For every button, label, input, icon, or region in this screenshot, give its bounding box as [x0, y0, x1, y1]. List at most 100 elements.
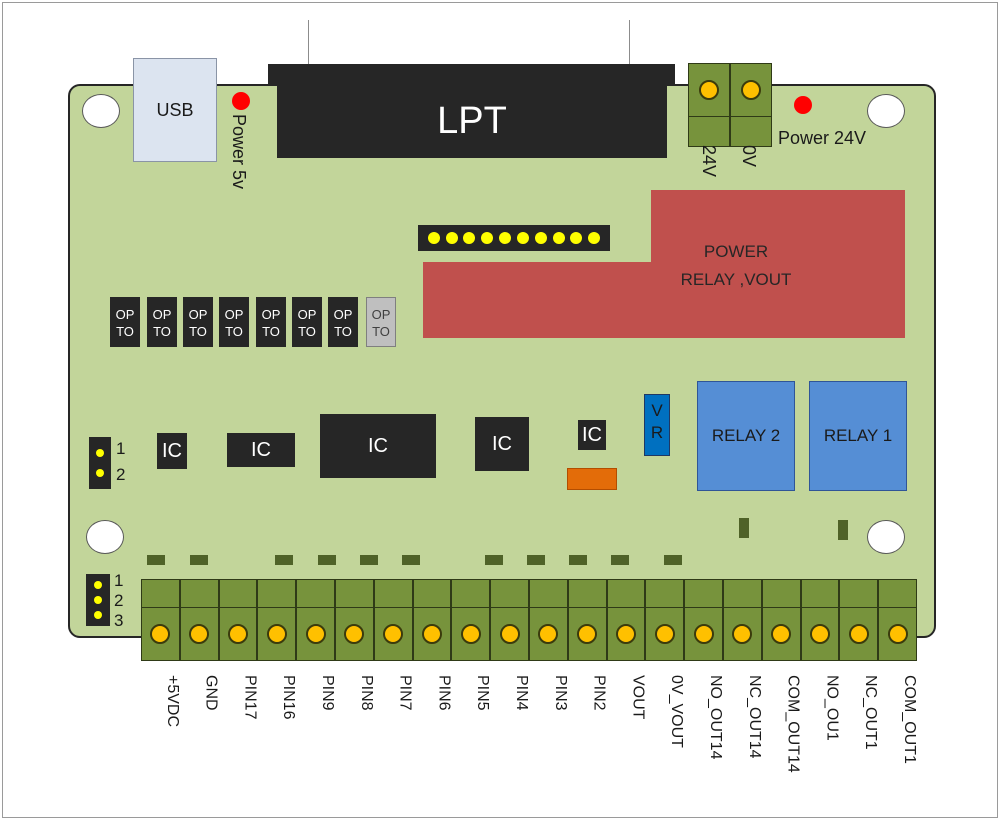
optocoupler-1: OP TO [110, 297, 140, 347]
terminal-housing [839, 579, 879, 608]
terminal-screw [538, 624, 559, 644]
vr-line-2: R [650, 423, 664, 442]
terminal-screw [383, 624, 404, 644]
terminal-pin2 [567, 579, 607, 661]
terminal-housing [179, 579, 219, 608]
opto-line-2: TO [262, 324, 280, 339]
jumper-pin [96, 449, 104, 457]
terminal-gnd [179, 579, 219, 661]
ic-label: IC [492, 432, 512, 455]
smd-pad [611, 555, 629, 565]
opto-line-2: TO [116, 324, 134, 339]
terminal-clamp [684, 608, 723, 661]
terminal-label: NO_OU1 [823, 675, 841, 741]
opto-line-1: OP [115, 307, 135, 322]
optocoupler-5: OP TO [256, 297, 286, 347]
terminal-screw [305, 624, 326, 644]
opto-line-1: OP [297, 307, 317, 322]
terminal-clamp [723, 608, 762, 661]
smd-pad [147, 555, 165, 565]
header-pin [445, 232, 458, 244]
terminal-housing [141, 579, 180, 608]
header-pin [534, 232, 547, 244]
jumper-3-label-2: 2 [114, 591, 124, 610]
terminal-clamp [839, 608, 879, 661]
jumper-2-pin [89, 437, 111, 489]
terminal-clamp [529, 608, 568, 661]
ic-chip-4: IC [475, 417, 529, 471]
smd-pad [360, 555, 378, 565]
opto-line-2: TO [189, 324, 207, 339]
relay-power-area [651, 190, 905, 268]
terminal-label: NC_OUT1 [862, 675, 880, 750]
header-pin [463, 232, 476, 244]
ic-chip-5: IC [578, 420, 606, 450]
opto-line-1: OP [261, 307, 281, 322]
terminal-screw [344, 624, 365, 644]
ic-chip-3: IC [320, 414, 436, 478]
lpt-connector-top [268, 64, 675, 86]
jumper-3-label-3: 3 [114, 611, 124, 630]
terminal-label: PIN4 [512, 675, 530, 711]
terminal-clamp [218, 608, 258, 661]
terminal-no-out14 [684, 579, 723, 661]
jumper-2-label-1: 1 [116, 439, 126, 458]
terminal-housing [567, 579, 607, 608]
jumper-2-label-2: 2 [116, 465, 126, 484]
terminal-pin16 [257, 579, 297, 661]
usb-label: USB [156, 99, 194, 120]
relay-power-line-1: POWER [703, 242, 769, 261]
terminal-nc-out1 [839, 579, 879, 661]
terminal-clamp [451, 608, 491, 661]
ic-label: IC [162, 439, 182, 462]
terminal-housing [373, 579, 413, 608]
terminal-screw [693, 624, 714, 644]
terminal-no-ou1 [800, 579, 840, 661]
power-terminal-label-0v: 0V [739, 145, 759, 168]
terminal-com-out14 [761, 579, 801, 661]
terminal-screw [654, 624, 675, 644]
orange-component [567, 468, 617, 490]
terminal-screw [741, 80, 761, 100]
terminal-clamp [257, 608, 297, 661]
terminal-screw [577, 624, 598, 644]
terminal-housing [296, 579, 335, 608]
optocoupler-3: OP TO [183, 297, 213, 347]
mounting-hole-bottom-left [86, 520, 124, 554]
terminal-screw [887, 624, 908, 644]
terminal-screw [189, 624, 210, 644]
terminal-pin7 [373, 579, 413, 661]
terminal-label: COM_OUT14 [784, 675, 802, 773]
smd-pad [402, 555, 420, 565]
terminal-com-out1 [878, 579, 917, 661]
terminal-label: PIN16 [280, 675, 298, 720]
jumper-pin [94, 596, 102, 604]
smd-pad [275, 555, 293, 565]
terminal-label: PIN6 [435, 675, 453, 711]
terminal-screw [227, 624, 248, 644]
variable-resistor: V R [644, 394, 670, 456]
terminal-nc-out14 [723, 579, 762, 661]
relay-power-line-2: RELAY ,VOUT [680, 270, 792, 289]
smd-pad [664, 555, 682, 565]
terminal-screw [809, 624, 830, 644]
terminal-screw [150, 624, 171, 644]
terminal-screw [499, 624, 520, 644]
header-pin [481, 232, 494, 244]
opto-line-2: TO [372, 324, 390, 339]
terminal-housing [723, 579, 762, 608]
terminal-screw [615, 624, 636, 644]
opto-line-2: TO [153, 324, 171, 339]
ic-chip-2: IC [227, 433, 295, 467]
vr-line-1: V [651, 401, 663, 420]
relay-power-label: POWER RELAY ,VOUT [651, 238, 821, 294]
power-24v-terminal [688, 63, 772, 147]
opto-line-1: OP [188, 307, 208, 322]
terminal-label: 0V_VOUT [668, 675, 686, 748]
terminal-label: NC_OUT14 [745, 675, 763, 759]
terminal-pin4 [490, 579, 529, 661]
jumper-pin [94, 581, 102, 589]
